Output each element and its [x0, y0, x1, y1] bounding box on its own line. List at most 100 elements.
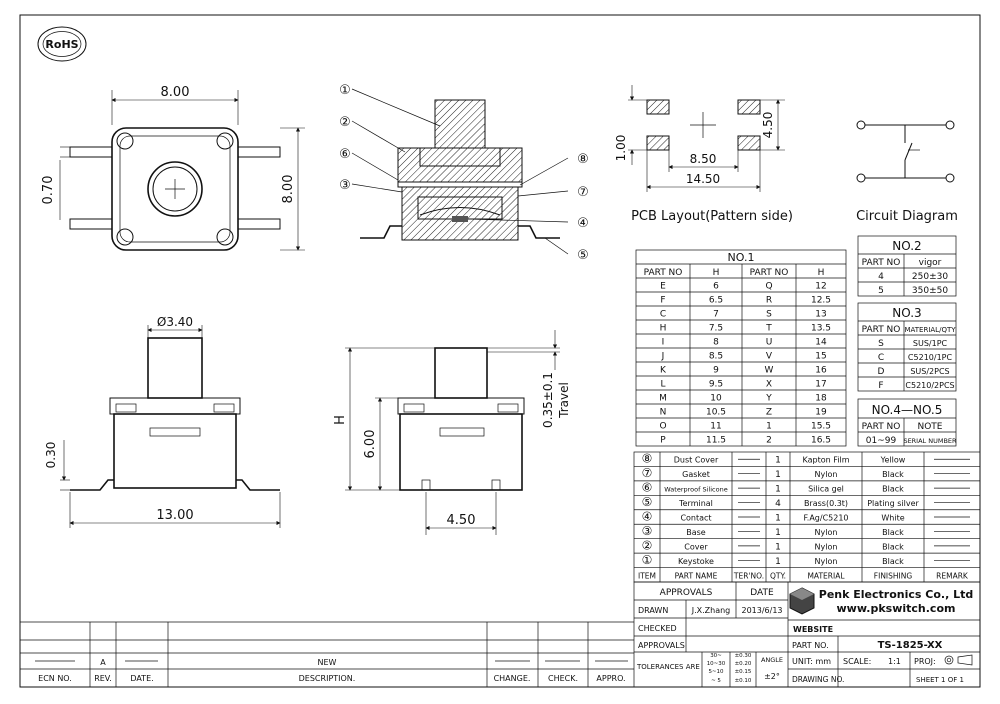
no1-cell: 6	[713, 282, 719, 292]
no2-cell: 250±30	[912, 272, 948, 282]
company-logo	[789, 587, 815, 615]
no1-cell: 8.5	[709, 352, 723, 362]
bom-header: QTY.	[770, 571, 786, 580]
tol-range: ~ 5	[711, 678, 721, 684]
front-view: H 6.00 0.35±0.1 Travel 4.50	[333, 330, 571, 535]
bom-cell: ④	[642, 510, 653, 524]
callout-5: ⑤	[577, 248, 589, 263]
pcb-dim-3: 8.50	[690, 152, 717, 166]
no1-cell: K	[660, 366, 667, 376]
tb-drawn: DRAWN	[638, 606, 668, 615]
no1-cell: 16	[815, 366, 827, 376]
projection-symbol	[944, 654, 973, 666]
no1-cell: 8	[713, 338, 719, 348]
bom-cell: Black	[882, 557, 904, 566]
no2-cell: 350±50	[912, 286, 948, 296]
rev-value: A	[100, 658, 106, 667]
tol-range: 10~30	[707, 661, 726, 667]
bom-header: REMARK	[936, 571, 969, 580]
no45-title: NO.4—NO.5	[872, 403, 943, 417]
bom-cell: Silica gel	[808, 485, 844, 494]
bom-header: FINISHING	[874, 571, 913, 580]
bom-header: PART NAME	[675, 571, 718, 580]
side-foot-dim: 0.30	[44, 442, 58, 469]
bom-cell: Kapton Film	[803, 456, 850, 465]
side-diameter: Ø3.40	[157, 315, 193, 329]
no45-header-1: NOTE	[917, 422, 942, 432]
no3-cell: C5210/1PC	[908, 353, 953, 362]
no1-cell: 12	[815, 282, 826, 292]
no3-cell: D	[878, 367, 885, 377]
no1-cell: X	[766, 380, 772, 390]
rev-header: DATE.	[130, 674, 153, 683]
bom-cell: Cover	[684, 542, 708, 551]
rev-new: NEW	[318, 658, 337, 667]
front-width-dim: 4.50	[447, 513, 476, 528]
tb-proj: PROJ:	[914, 657, 936, 666]
tb-sheet: SHEET 1 OF 1	[916, 676, 964, 684]
rev-header: REV.	[94, 674, 112, 683]
tb-date: DATE	[750, 588, 774, 598]
no1-cell: C	[660, 310, 666, 320]
side-view: Ø3.40 0.30 13.00	[44, 315, 281, 528]
callout-7: ⑦	[577, 185, 589, 200]
bom-header: TER'NO.	[733, 571, 764, 580]
no1-title: NO.1	[728, 251, 755, 264]
no3-cell: C	[878, 353, 884, 363]
bom-cell: Black	[882, 542, 904, 551]
bom-cell: 1	[775, 485, 781, 495]
side-length-dim: 13.00	[156, 508, 193, 523]
no1-cell: L	[660, 380, 665, 390]
front-travel-label: Travel	[557, 382, 571, 419]
tol-value: ±0.30	[735, 653, 752, 659]
top-height-dim: 8.00	[281, 175, 296, 204]
no1-header-2: PART NO	[750, 268, 789, 278]
no2-header-0: PART NO	[862, 258, 901, 268]
tb-checked: CHECKED	[638, 624, 677, 633]
sheet-border	[19, 14, 981, 688]
no1-cell: 14	[815, 338, 827, 348]
bom-cell: Black	[882, 470, 904, 479]
circuit-title: Circuit Diagram	[856, 209, 958, 224]
bom-cell: Yellow	[880, 456, 906, 465]
bom-cell: Contact	[680, 514, 711, 523]
no2-title: NO.2	[892, 239, 921, 253]
table-no3: NO.3 PART NO MATERIAL/QTY S SUS/1PC C C5…	[857, 302, 957, 392]
no1-cell: 17	[815, 380, 826, 390]
company-name: Penk Electronics Co., Ltd	[819, 588, 973, 601]
pcb-dim-4: 14.50	[686, 172, 720, 186]
no1-cell: I	[662, 338, 665, 348]
no1-cell: 1	[766, 422, 772, 432]
bom-cell: 1	[775, 542, 781, 552]
bom-cell: ⑧	[642, 452, 653, 466]
no1-cell: 7	[713, 310, 719, 320]
tb-drawn-date: 2013/6/13	[741, 606, 782, 615]
no1-cell: Z	[766, 408, 772, 418]
pcb-title: PCB Layout(Pattern side)	[631, 209, 793, 224]
no3-cell: S	[878, 339, 884, 349]
no1-cell: 15	[815, 352, 826, 362]
no1-cell: 12.5	[811, 296, 831, 306]
no1-cell: M	[659, 394, 667, 404]
callout-6: ⑥	[339, 147, 351, 162]
pcb-dim-2: 4.50	[761, 112, 775, 139]
bom-cell: ⑤	[642, 495, 653, 509]
bom-cell: Nylon	[815, 470, 838, 479]
no1-cell: V	[766, 352, 773, 362]
no1-header-3: H	[818, 268, 825, 278]
bom-cell: 1	[775, 470, 781, 480]
no45-cell: 01~99	[866, 436, 897, 446]
no1-cell: U	[766, 338, 773, 348]
bom-cell: Brass(0.3t)	[804, 499, 848, 508]
bom-cell: 1	[775, 557, 781, 567]
title-block: APPROVALS DATE DRAWN J.X.Zhang 2013/6/13…	[633, 581, 981, 688]
no1-cell: 16.5	[811, 436, 831, 446]
rev-header: ECN NO.	[38, 674, 72, 683]
company-url: www.pkswitch.com	[837, 602, 956, 615]
no1-cell: T	[765, 324, 772, 334]
rohs-logo: RoHS	[37, 26, 87, 62]
front-body-dim: 6.00	[363, 430, 378, 459]
tol-value: ±0.20	[735, 661, 752, 667]
no3-cell: C5210/2PCS	[905, 381, 954, 390]
